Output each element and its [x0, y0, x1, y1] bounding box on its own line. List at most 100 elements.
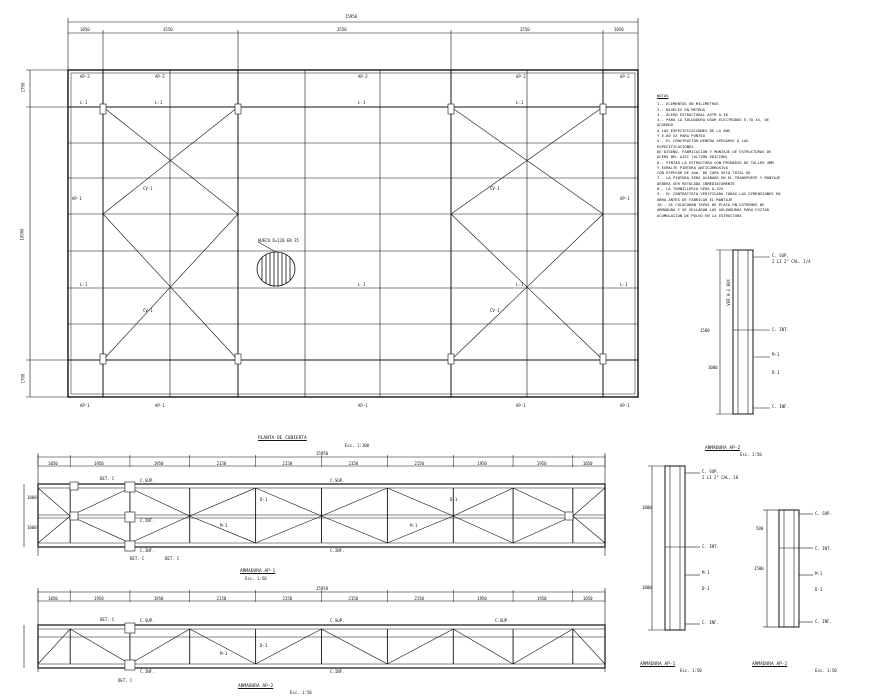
section-c-tag: C. SUP. [815, 511, 832, 516]
truss1-diag-tag: D-1 [260, 497, 268, 502]
note-item: 3.- ACERO ESTRUCTURAL ASTM A-36 [657, 111, 728, 117]
col-tag-bottom: AP-1 [155, 403, 165, 408]
section-c-title: ARMADURA AP-2 [752, 662, 788, 667]
col-tag-bottom: AP-1 [620, 403, 630, 408]
truss-panel-dim: 1050 [48, 596, 58, 601]
section-a-tag: M-1 [772, 352, 780, 357]
truss-member [70, 515, 131, 544]
truss2-diag-tag: D-1 [260, 643, 268, 648]
truss-members [37, 455, 606, 671]
section-b-title: ARMADURA AP-1 [640, 662, 676, 667]
section-c-dim: 500 [756, 526, 764, 531]
brace-tag: CV-1 [143, 186, 153, 191]
plan-left-dim-3: 1700 [20, 373, 26, 384]
beam-tag: L-1 [620, 282, 628, 287]
truss-panel-dim: 2150 [216, 596, 227, 601]
section-b-tag: C. INF. [702, 620, 719, 625]
truss-member [387, 515, 454, 544]
col-tag-bottom: AP-1 [358, 403, 368, 408]
detail-callout-box [124, 622, 136, 634]
truss-member [255, 628, 322, 665]
truss-panel-dim: 1950 [477, 596, 487, 601]
truss-panel-dim: 1950 [94, 461, 104, 466]
section-c-scale: Esc. 1:50 [815, 668, 837, 673]
col-tag-top: AP-2 [155, 74, 165, 79]
note-item: OBRA ANTES DE FABRICAR EL MONTAJE [657, 196, 733, 202]
truss-panel-dim: 2150 [348, 596, 359, 601]
edge-tag: AP-1 [620, 196, 630, 201]
note-item: 10.- SE COLOCARAN TAPAS DE PLACA EN EXTR… [657, 201, 765, 207]
truss-member [37, 515, 71, 544]
detail-callout-box [124, 511, 136, 523]
truss1-chord-bottom: C.INF. [330, 548, 345, 553]
truss-member [189, 515, 256, 544]
plan-scale: Esc. 1:100 [345, 443, 370, 448]
section-top-right [716, 249, 770, 415]
general-notes: NOTAS 1.- ELEMENTOS EN MILIMETROS 2.- NI… [657, 93, 787, 218]
edge-tag: AP-1 [72, 196, 82, 201]
note-item: 8.- LA TORNILLERIA SERA A-325 [657, 186, 724, 192]
roof-plan [26, 18, 639, 398]
note-item: ARMADURA Y SE SELLARAN LAS SOLDADURAS PA… [657, 207, 770, 213]
section-b-scale: Esc. 1:50 [680, 668, 702, 673]
section-c-tag: C. INF. [815, 619, 832, 624]
truss-member [37, 487, 71, 517]
col-tag-top: AP-2 [80, 74, 90, 79]
note-item: 9.- EL CONTRATISTA VERIFICARA TODAS LAS … [657, 191, 781, 197]
section-a-dim: 1500 [700, 328, 710, 333]
beam-tag: L-1 [155, 100, 163, 105]
section-a-scale: Esc. 1:50 [740, 452, 762, 457]
truss-panel-dim: 2150 [348, 461, 359, 466]
note-item: DEBERA SER RETOCADA INMEDIATAMENTE [657, 180, 735, 186]
truss-panel-dim: 2150 [282, 596, 293, 601]
note-item: DE DISEÑO, FABRICACION Y MONTAJE DE ESTR… [657, 148, 772, 154]
section-a-tag: D-1 [772, 370, 780, 375]
section-c-tag: D-1 [815, 587, 823, 592]
truss-member [512, 515, 573, 544]
note-item: A LAS ESPECIFICACIONES DE LA AWS [657, 127, 731, 133]
truss1-chord-top: C.SUP. [330, 478, 345, 483]
truss-panel-dim: 1050 [48, 461, 58, 466]
truss2-chord-top: C.SUP. [495, 618, 510, 623]
detail-callout-box [69, 481, 79, 491]
truss-member [189, 487, 256, 517]
section-c-dim: 1500 [754, 566, 764, 571]
section-a-label: VER A-2 BOX [725, 279, 731, 306]
truss1-detail-tag: DET. C [165, 556, 180, 561]
truss-member [387, 487, 454, 517]
col-tag-top: AP-2 [358, 74, 368, 79]
truss1-post-tag: M-1 [410, 523, 418, 528]
plan-dim-2: 3550 [163, 27, 173, 32]
brace-tag: CV-1 [143, 308, 153, 313]
truss1-chord-mid: C.INT. [140, 518, 155, 523]
truss1-detail-tag: DET. C [130, 556, 145, 561]
truss-member [321, 487, 388, 517]
section-a-title: ARMADURA AP-2 [705, 446, 741, 451]
brace-tag: CV-1 [490, 308, 500, 313]
note-item: CON ESPESOR DE 2mm. DE CAPA SECA TOTAL D… [657, 170, 751, 176]
plan-total-dim: 15950 [345, 14, 358, 19]
truss1-diag-tag: D-1 [450, 497, 458, 502]
truss1-total-dim: 15950 [316, 451, 329, 456]
truss-member [70, 628, 131, 665]
truss-member [512, 628, 573, 665]
plan-dim-3: 3550 [337, 27, 347, 32]
truss2-detail-tag: DET. C [100, 617, 115, 622]
truss-member [512, 487, 573, 517]
truss1-detail-tag: DET. C [100, 476, 115, 481]
plan-dim-4: 3550 [520, 27, 530, 32]
truss-panel-dim: 1950 [536, 461, 547, 466]
truss1-chord-top: C.SUP. [140, 478, 155, 483]
detail-callout-box [124, 481, 136, 493]
section-b-dim: 1000 [642, 585, 652, 590]
section-b-tag: C. SUP. [702, 469, 719, 474]
truss-panel-dim: 1950 [477, 461, 487, 466]
truss-panel-dim: 2150 [282, 461, 293, 466]
truss-panel-dim: 1950 [153, 461, 164, 466]
truss-member [572, 628, 606, 665]
truss-member [70, 487, 131, 517]
truss-panel-dim: 2150 [414, 461, 424, 466]
truss2-title: ARMADURA AP-2 [238, 684, 274, 689]
note-item: ACERO DEL AISC (ULTIMA EDICION) [657, 154, 728, 160]
truss-panel-dim: 1050 [582, 596, 593, 601]
